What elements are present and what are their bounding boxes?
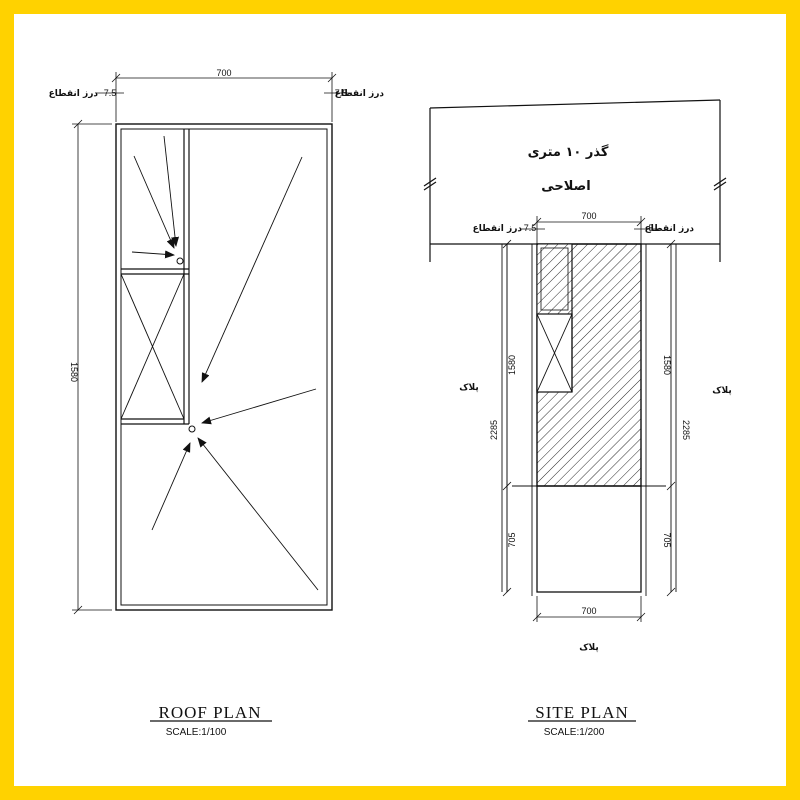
- plot-label-bottom: پلاک: [579, 643, 598, 653]
- drawing-canvas: 700 درز انقطاع 7.5 7.5 درز انقطاع 1580: [49, 68, 732, 738]
- site-right-dimensions: [666, 239, 676, 597]
- roof-length-dimension: [72, 119, 112, 615]
- roof-width-dimension: [96, 72, 352, 122]
- roof-drain-upper: [176, 257, 184, 265]
- yard-area: [536, 485, 642, 593]
- site-joint-left-label: درز انقطاع: [473, 224, 523, 234]
- site-left-dim-upper: 1580: [507, 355, 517, 375]
- site-joint-right-value: 5: [648, 223, 653, 233]
- plot-label-left: پلاک: [459, 383, 478, 393]
- site-left-dim-total: 2285: [489, 420, 499, 440]
- site-left-dim-lower: 705: [507, 532, 517, 547]
- roof-joint-left-value: 7.5: [104, 88, 117, 98]
- site-plan: گذر ۱۰ متری اصلاحی 700 درز انقطاع 7.5 5 …: [423, 99, 732, 738]
- site-right-dim-lower: 705: [662, 532, 672, 547]
- roof-width-label: 700: [216, 68, 231, 78]
- site-plan-scale: SCALE:1/200: [544, 727, 605, 738]
- site-joint-left-value: 7.5: [524, 223, 537, 233]
- building-stair-area: [536, 243, 573, 315]
- void-cross-b: [536, 313, 573, 393]
- roof-plan-scale: SCALE:1/100: [166, 727, 227, 738]
- street-name-line1: گذر ۱۰ متری: [528, 144, 609, 160]
- site-left-dimensions: [502, 239, 512, 597]
- roof-void-cross: [120, 273, 185, 420]
- roof-plan-title: ROOF PLAN: [159, 703, 262, 722]
- site-bottom-width-label: 700: [581, 606, 596, 616]
- site-top-width-dimension: [520, 216, 660, 244]
- roof-joint-right-label: درز انقطاع: [335, 89, 385, 99]
- stair-inner-outline: [540, 247, 569, 311]
- roof-plan: 700 درز انقطاع 7.5 7.5 درز انقطاع 1580: [49, 68, 385, 738]
- roof-joint-right-value: 7.5: [335, 88, 348, 98]
- site-joint-right-label: درز انقطاع: [645, 224, 695, 234]
- roof-outline-outer: [115, 123, 333, 611]
- site-top-width-label: 700: [581, 211, 596, 221]
- plot-label-right: پلاک: [712, 386, 731, 396]
- roof-partitions: [121, 129, 190, 425]
- roof-length-label: 1580: [69, 362, 79, 382]
- site-plan-title: SITE PLAN: [535, 703, 629, 722]
- site-right-dim-total: 2285: [681, 420, 691, 440]
- street-name-line2: اصلاحی: [541, 179, 590, 194]
- roof-outline-inner: [120, 128, 328, 606]
- site-right-dim-upper: 1580: [662, 355, 672, 375]
- roof-slope-arrows: [131, 135, 319, 591]
- roof-joint-left-label: درز انقطاع: [49, 89, 99, 99]
- site-bottom-width-dimension: [532, 596, 646, 622]
- drawing-sheet: 700 درز انقطاع 7.5 7.5 درز انقطاع 1580: [14, 14, 786, 786]
- roof-drain-lower: [188, 425, 196, 433]
